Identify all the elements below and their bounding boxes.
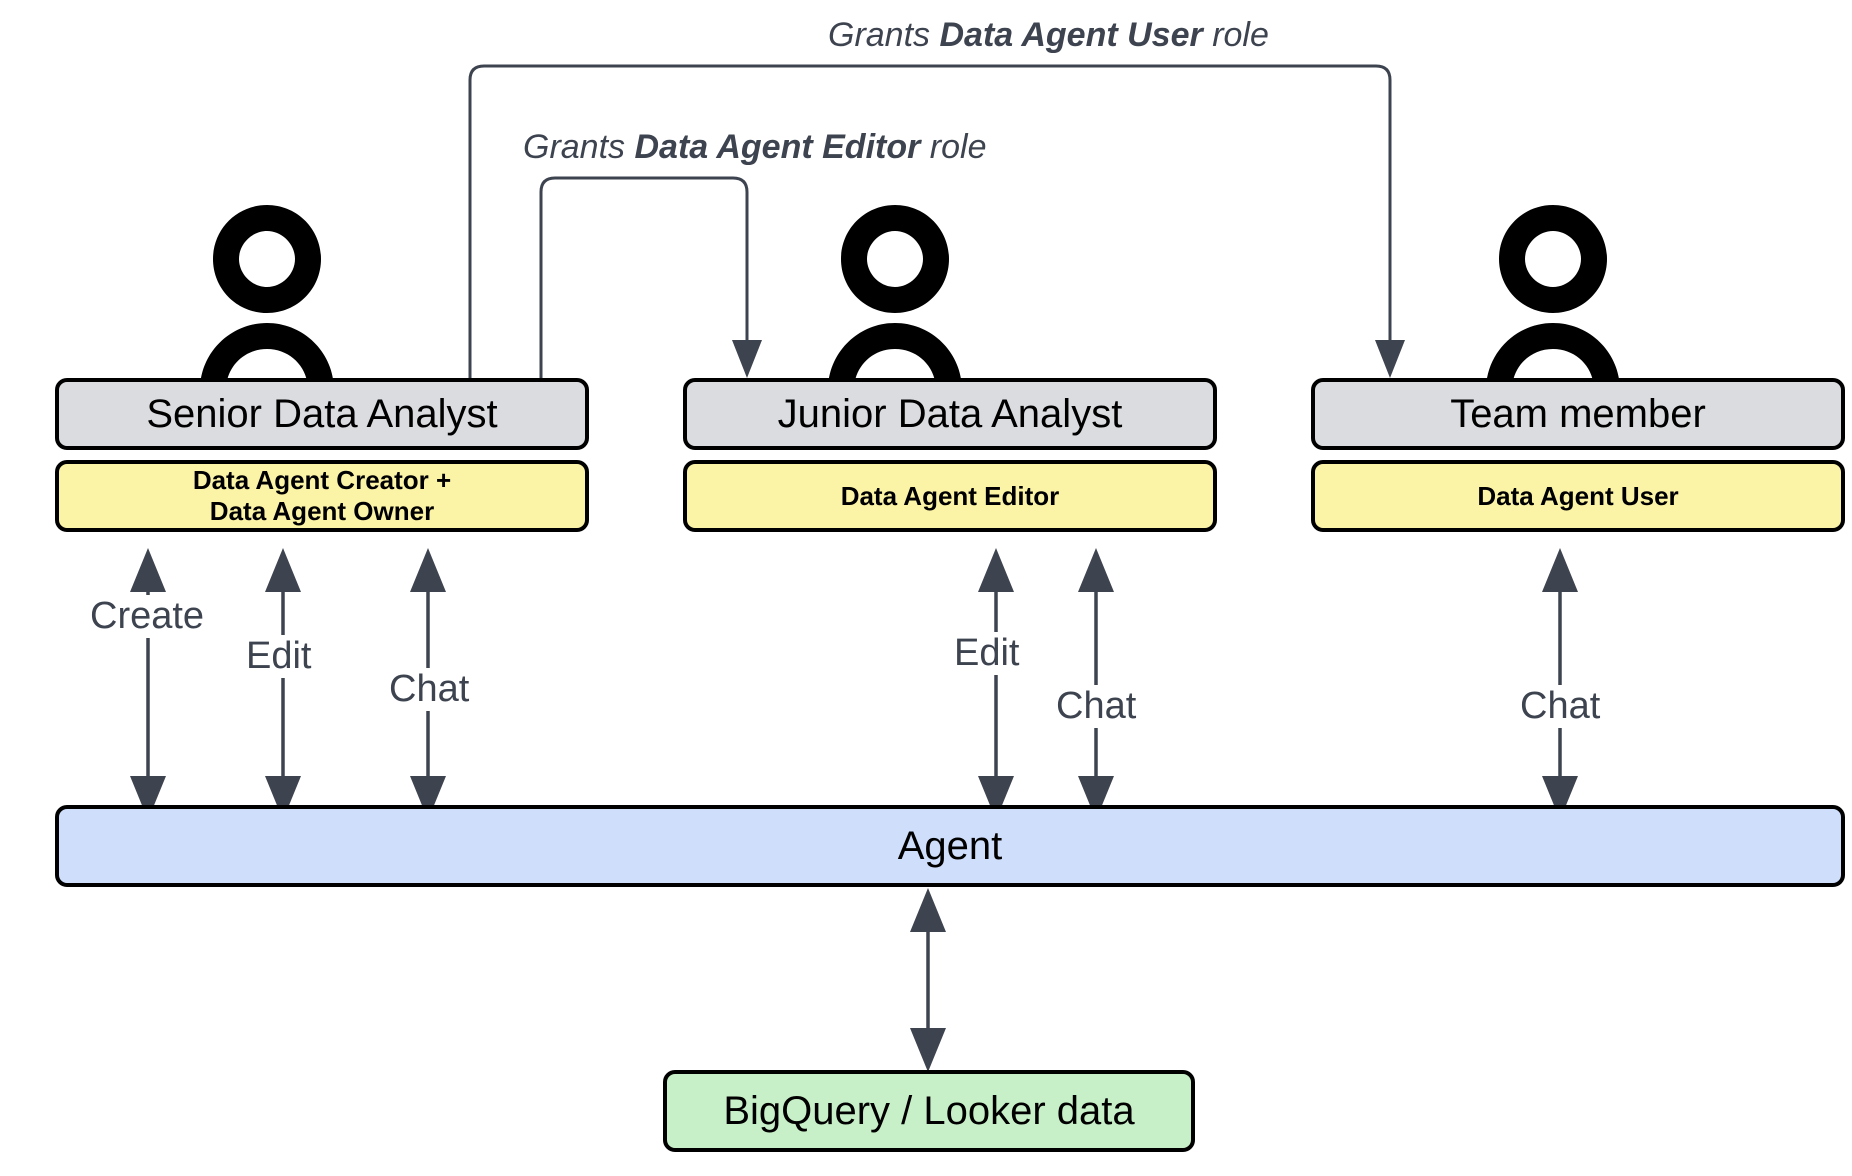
- arrowhead-up: [1078, 548, 1114, 592]
- arrowhead-down: [1375, 340, 1405, 378]
- grant-editor-suffix: role: [920, 128, 987, 166]
- flow-label-text: Chat: [1056, 685, 1137, 727]
- flow-label-junior-edit: Edit: [948, 632, 1026, 675]
- flow-junior-chat: [1078, 548, 1114, 820]
- arrowhead-up: [265, 548, 301, 592]
- arrowhead-down: [910, 1028, 946, 1072]
- arrowhead-down: [130, 776, 166, 820]
- flow-label-senior-chat: Chat: [383, 668, 476, 711]
- arrowhead-up: [910, 888, 946, 932]
- role-label-junior: Junior Data Analyst: [777, 391, 1123, 436]
- permission-line-1-senior: Data Agent Creator +: [192, 465, 452, 496]
- arrowhead-down: [1542, 776, 1578, 820]
- flow-label-team-chat: Chat: [1514, 685, 1607, 728]
- arrowhead-down: [732, 340, 762, 378]
- flow-label-text: Create: [90, 595, 205, 637]
- grant-user-prefix: Grants: [828, 16, 940, 54]
- data-source-box[interactable]: BigQuery / Looker data: [663, 1070, 1195, 1152]
- grant-user-label: Grants Data Agent User role: [828, 16, 1269, 55]
- grant-user-suffix: role: [1202, 16, 1269, 54]
- permission-box-team-member[interactable]: Data Agent User: [1311, 460, 1845, 532]
- permission-line-1-junior: Data Agent Editor: [840, 480, 1060, 511]
- grant-editor-prefix: Grants: [523, 128, 635, 166]
- arrowhead-up: [410, 548, 446, 592]
- arrowhead-down: [410, 776, 446, 820]
- flow-junior-edit: [978, 548, 1014, 820]
- arrowhead-down: [265, 776, 301, 820]
- arrowhead-up: [1542, 548, 1578, 592]
- agent-box[interactable]: Agent: [55, 805, 1845, 887]
- flow-senior-edit: [265, 548, 301, 820]
- arrowhead-down: [978, 776, 1014, 820]
- flow-label-text: Edit: [246, 635, 312, 677]
- arrowhead-down: [1078, 776, 1114, 820]
- role-label-senior: Senior Data Analyst: [146, 391, 498, 436]
- flow-label-text: Chat: [389, 668, 470, 710]
- flow-team-chat: [1542, 548, 1578, 820]
- agent-label: Agent: [897, 823, 1003, 868]
- permission-box-senior-data-analyst[interactable]: Data Agent Creator + Data Agent Owner: [55, 460, 589, 532]
- role-box-team-member[interactable]: Team member: [1311, 378, 1845, 450]
- permission-line-2-senior: Data Agent Owner: [209, 496, 435, 526]
- grant-editor-emphasis: Data Agent Editor: [634, 128, 921, 166]
- permission-line-1-team-member: Data Agent User: [1477, 480, 1679, 511]
- flow-label-text: Chat: [1520, 685, 1601, 727]
- permission-box-junior-data-analyst[interactable]: Data Agent Editor: [683, 460, 1217, 532]
- flow-label-senior-edit: Edit: [240, 635, 318, 678]
- flow-label-text: Edit: [954, 632, 1020, 674]
- grant-user-connector: [468, 64, 1405, 378]
- arrowhead-up: [978, 548, 1014, 592]
- flow-label-junior-chat: Chat: [1050, 685, 1143, 728]
- role-box-junior-data-analyst[interactable]: Junior Data Analyst: [683, 378, 1217, 450]
- grant-user-emphasis: Data Agent User: [939, 16, 1203, 54]
- grant-editor-connector: [539, 176, 762, 378]
- role-label-team-member: Team member: [1450, 391, 1706, 436]
- flow-senior-create: [130, 548, 166, 820]
- grant-editor-label: Grants Data Agent Editor role: [523, 128, 987, 167]
- flow-label-senior-create: Create: [84, 595, 211, 638]
- role-box-senior-data-analyst[interactable]: Senior Data Analyst: [55, 378, 589, 450]
- flow-agent-data: [910, 888, 946, 1072]
- data-source-label: BigQuery / Looker data: [723, 1088, 1135, 1133]
- arrowhead-up: [130, 548, 166, 592]
